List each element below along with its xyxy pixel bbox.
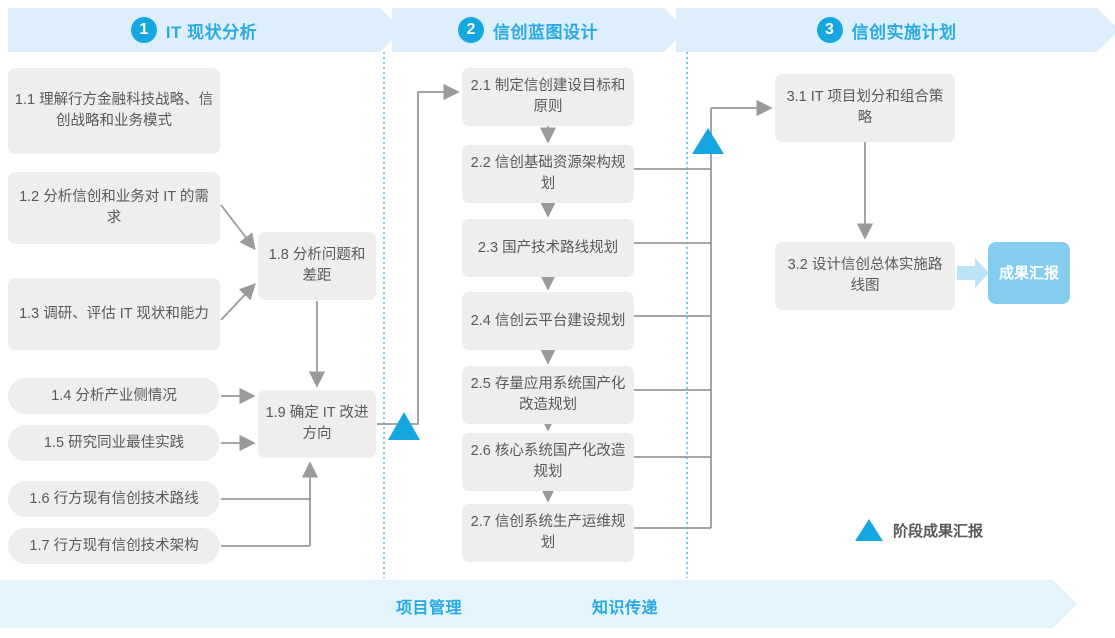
node-1-8[interactable]: 1.8 分析问题和差距 [258, 232, 376, 300]
node-2-3[interactable]: 2.3 国产技术路线规划 [462, 219, 634, 277]
node-2-6[interactable]: 2.6 核心系统国产化改造规划 [462, 433, 634, 491]
node-2-1[interactable]: 2.1 制定信创建设目标和原则 [462, 68, 634, 126]
phase-number-2: 2 [458, 17, 484, 43]
node-2-5[interactable]: 2.5 存量应用系统国产化改造规划 [462, 366, 634, 424]
phase-title-3: 信创实施计划 [851, 22, 957, 42]
phase-band-1: 1 IT 现状分析 [8, 8, 402, 52]
phase-band-2: 2 信创蓝图设计 [392, 8, 686, 52]
node-2-2[interactable]: 2.2 信创基础资源架构规划 [462, 145, 634, 203]
node-1-1[interactable]: 1.1 理解行方金融科技战略、信创战略和业务模式 [8, 68, 220, 154]
triangle-icon [855, 519, 883, 541]
phase-band-3: 3 信创实施计划 [676, 8, 1115, 52]
phase-number-1: 1 [130, 17, 157, 43]
node-1-2[interactable]: 1.2 分析信创和业务对 IT 的需求 [8, 172, 220, 244]
result-arrow-icon [957, 258, 989, 288]
milestone-triangle-phase2 [692, 128, 724, 154]
node-1-4[interactable]: 1.4 分析产业侧情况 [8, 378, 220, 414]
node-1-5[interactable]: 1.5 研究同业最佳实践 [8, 425, 220, 461]
node-2-4[interactable]: 2.4 信创云平台建设规划 [462, 292, 634, 350]
footer-label-project-management: 项目管理 [396, 600, 463, 617]
phase-chevron-3 [1097, 8, 1115, 52]
phase-title-1: IT 现状分析 [165, 22, 258, 42]
node-result-report[interactable]: 成果汇报 [988, 242, 1070, 304]
node-3-2[interactable]: 3.2 设计信创总体实施路线图 [775, 242, 955, 310]
node-2-7[interactable]: 2.7 信创系统生产运维规划 [462, 504, 634, 562]
legend: 阶段成果汇报 [855, 519, 983, 541]
node-3-1[interactable]: 3.1 IT 项目划分和组合策略 [775, 74, 955, 142]
node-1-6[interactable]: 1.6 行方现有信创技术路线 [8, 481, 220, 517]
phase-title-2: 信创蓝图设计 [493, 22, 598, 42]
footer-label-knowledge-transfer: 知识传递 [592, 600, 659, 617]
milestone-triangle-phase1 [388, 412, 420, 440]
footer-band-tip [1053, 580, 1077, 628]
footer-band [0, 580, 1053, 628]
phase-number-3: 3 [816, 17, 843, 43]
node-1-7[interactable]: 1.7 行方现有信创技术架构 [8, 528, 220, 564]
node-1-9[interactable]: 1.9 确定 IT 改进方向 [258, 390, 376, 458]
node-1-3[interactable]: 1.3 调研、评估 IT 现状和能力 [8, 278, 220, 350]
legend-label: 阶段成果汇报 [893, 522, 984, 540]
